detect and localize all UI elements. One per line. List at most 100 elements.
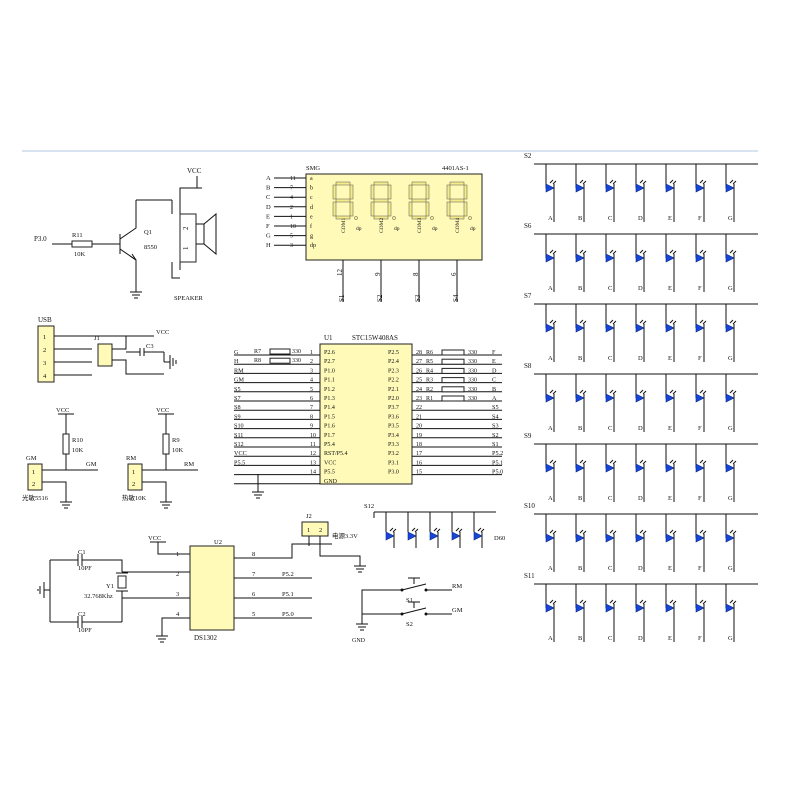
switch-rm-net: RM	[452, 583, 462, 590]
matrix-led	[665, 253, 675, 263]
smg-pin-num-2: 2	[290, 205, 293, 211]
mcu-left-pin-name: P2.6	[324, 350, 335, 356]
segment	[335, 215, 351, 220]
rm-label: RM	[126, 455, 136, 462]
mcu-right-pin-name: P3.0	[388, 470, 399, 476]
smg-pin-name-a: a	[310, 176, 313, 182]
mcu-right-res: R3	[426, 378, 433, 384]
s12-led	[473, 531, 483, 541]
matrix-led	[575, 183, 585, 193]
matrix-col-label: E	[668, 215, 672, 222]
matrix-led	[665, 463, 675, 473]
matrix-led	[605, 603, 615, 613]
q1-part: 8550	[144, 244, 157, 251]
s12-led	[451, 531, 461, 541]
r11-label: R11	[72, 232, 83, 239]
speaker-pin-1: 1	[182, 246, 190, 250]
matrix-led	[545, 393, 555, 403]
smg-net-D: D	[266, 204, 271, 211]
mcu-right-net: S4	[492, 413, 499, 420]
mcu-right-pin-num: 26	[416, 368, 422, 374]
matrix-col-label: E	[668, 425, 672, 432]
j1-switch	[97, 343, 113, 367]
segment	[335, 181, 351, 186]
s12-led	[429, 531, 439, 541]
matrix-col-label: A	[548, 425, 553, 432]
matrix-row-label: S7	[524, 292, 532, 300]
gm-part: 光敏5516	[22, 493, 49, 502]
segment	[373, 198, 389, 203]
matrix-led	[695, 463, 705, 473]
matrix-col-label: E	[668, 565, 672, 572]
mcu-left-pin-num: 13	[310, 460, 316, 466]
r10-label: R10	[72, 437, 83, 444]
matrix-col-label: E	[668, 285, 672, 292]
mcu-left-pin-num: 7	[310, 405, 313, 411]
smg-pin-name-b: b	[310, 186, 313, 192]
s2-label: S2	[406, 621, 413, 628]
mcu-left-net: S5	[234, 386, 241, 393]
mcu-right-pin-name: P3.2	[388, 451, 399, 457]
r10-vcc-label: VCC	[56, 407, 69, 414]
segment	[349, 201, 354, 217]
speaker-vcc-label: VCC	[187, 167, 202, 175]
smg-part: 4401AS-1	[442, 165, 469, 172]
smg-digit-net: S1	[338, 294, 346, 302]
matrix-led	[635, 533, 645, 543]
c2-value: 10PF	[78, 627, 92, 634]
smg-pin-num-5: 5	[290, 234, 293, 240]
mcu-right-res: R2	[426, 387, 433, 393]
smg-pin-num-1: 1	[290, 214, 293, 220]
smg-pin-num-7: 7	[290, 186, 293, 192]
rtc-net-p52: P5.2	[282, 571, 294, 578]
matrix-col-label: G	[728, 635, 733, 642]
gm-pin-2: 2	[32, 481, 35, 488]
segment	[408, 184, 413, 200]
matrix-led	[695, 253, 705, 263]
mcu-left-pin-name: P1.2	[324, 387, 335, 393]
mcu-left-net: S9	[234, 413, 241, 420]
mcu-left-net: S10	[234, 423, 244, 430]
smg-com-pin: 9	[374, 272, 382, 276]
matrix-led	[635, 463, 645, 473]
switch-gm-net: GM	[452, 607, 463, 614]
matrix-col-label: E	[668, 495, 672, 502]
matrix-led	[605, 533, 615, 543]
mcu-left-pin-name: GND	[324, 479, 338, 485]
matrix-col-label: D	[638, 215, 643, 222]
usb-pin-1: 1	[43, 334, 46, 341]
matrix-led	[575, 463, 585, 473]
matrix-col-label: D	[638, 635, 643, 642]
matrix-col-label: B	[578, 565, 583, 572]
mcu-left-net: S12	[234, 441, 244, 448]
smg-pin-num-10: 10	[290, 224, 296, 230]
y1-label: Y1	[106, 583, 114, 590]
smg-pin-name-e: e	[310, 214, 313, 220]
matrix-led	[725, 603, 735, 613]
matrix-led	[605, 463, 615, 473]
mcu-right-resistor	[441, 367, 465, 374]
y1-crystal	[117, 575, 127, 589]
smg-net-C: C	[266, 194, 270, 201]
mcu-right-net: S2	[492, 432, 499, 439]
rtc-net-p50: P5.0	[282, 611, 294, 618]
segment	[373, 215, 389, 220]
segment	[332, 184, 337, 200]
mcu-left-pin-num: 2	[310, 359, 313, 365]
mcu-right-res-val: 330	[468, 350, 477, 356]
mcu-right-pin-name: P3.6	[388, 414, 399, 420]
segment	[449, 198, 465, 203]
usb-title: USB	[38, 316, 52, 324]
smg-pin-name-d: d	[310, 205, 313, 211]
matrix-col-label: C	[608, 285, 612, 292]
mcu-left-net: GM	[234, 377, 244, 384]
smg-net-B: B	[266, 185, 271, 192]
mcu-right-pin-name: P2.2	[388, 378, 399, 384]
mcu-right-pin-num: 21	[416, 414, 422, 420]
